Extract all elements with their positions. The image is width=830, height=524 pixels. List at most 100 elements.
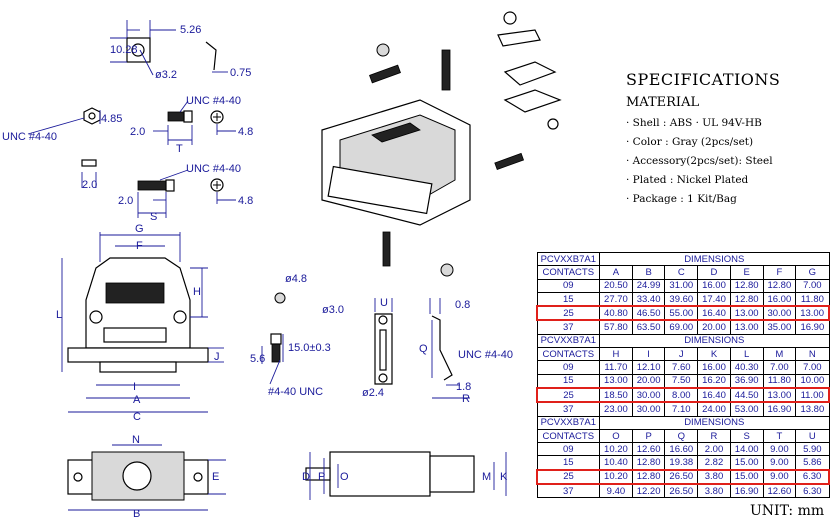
dimensions-header-cell: DIMENSIONS [599, 415, 830, 430]
column-header-cell: M [762, 347, 797, 362]
value-cell: 40.30 [729, 360, 764, 375]
value-cell: 16.60 [664, 442, 699, 457]
value-cell: 53.00 [729, 401, 764, 417]
column-header-cell: N [795, 347, 830, 362]
spec-package: · Package : 1 Kit/Bag [626, 193, 737, 205]
dim-A: A [133, 394, 141, 406]
value-cell: 12.60 [631, 442, 666, 457]
value-cell: 44.50 [729, 386, 764, 404]
value-cell: 20.50 [599, 278, 633, 293]
value-cell: 24.99 [631, 278, 666, 293]
value-cell: 13.00 [795, 305, 830, 322]
value-cell: 69.00 [664, 319, 699, 335]
contacts-cell: 09 [536, 360, 601, 375]
clip-part-drawing [110, 20, 228, 76]
column-header-cell: C [664, 265, 699, 280]
value-cell: 33.40 [631, 291, 666, 307]
value-cell: 15.00 [729, 468, 764, 486]
dim-D: D [302, 471, 310, 483]
value-cell: 16.90 [762, 401, 797, 417]
column-header-cell: T [762, 428, 797, 444]
value-cell: 15.00 [729, 455, 764, 471]
value-cell: 6.30 [795, 483, 830, 499]
column-header-cell: H [599, 347, 633, 362]
dim-N: N [132, 434, 140, 446]
shell-side-view [305, 451, 507, 500]
value-cell: 36.90 [729, 373, 764, 389]
dim-phi-3-0: ø3.0 [322, 304, 344, 316]
dim-4-8-b: 4.8 [238, 195, 253, 207]
dim-2-0-b: 2.0 [118, 195, 133, 207]
value-cell: 55.00 [664, 305, 699, 322]
dim-M: M [482, 471, 491, 483]
value-cell: 27.70 [599, 291, 633, 307]
contacts-header-cell: CONTACTS [536, 428, 601, 444]
dim-0-8: 0.8 [455, 299, 470, 311]
dimensions-header-cell: DIMENSIONS [599, 333, 830, 349]
contacts-cell: 37 [536, 319, 601, 335]
column-header-cell: K [697, 347, 731, 362]
value-cell: 11.70 [599, 360, 633, 375]
unc-label-c: #4-40 UNC [268, 386, 323, 398]
value-cell: 6.30 [795, 468, 830, 486]
dim-O: O [340, 471, 349, 483]
dim-5-26: 5.26 [180, 24, 201, 36]
value-cell: 16.90 [795, 319, 830, 335]
value-cell: 23.00 [599, 401, 633, 417]
spec-shell: · Shell : ABS · UL 94V-HB [626, 117, 762, 129]
dim-S: S [150, 211, 157, 223]
exploded-assembly-illustration [321, 11, 562, 277]
contacts-cell: 09 [536, 442, 601, 457]
contacts-cell: 15 [536, 373, 601, 389]
dim-phi-3-2: ø3.2 [155, 69, 177, 81]
value-cell: 9.40 [599, 483, 633, 499]
value-cell: 12.80 [762, 278, 797, 293]
unc-label-left: UNC #4-40 [2, 131, 57, 143]
dim-2-0-a: 2.0 [130, 126, 145, 138]
column-header-cell: R [697, 428, 731, 444]
column-header-cell: L [729, 347, 764, 362]
value-cell: 10.40 [599, 455, 633, 471]
column-header-cell: S [729, 428, 764, 444]
part-number-cell: PCVXXB7A1 [536, 415, 601, 430]
value-cell: 16.90 [729, 483, 764, 499]
unc-label-d: UNC #4-40 [458, 349, 513, 361]
dim-F: F [136, 240, 143, 252]
column-header-cell: D [697, 265, 731, 280]
value-cell: 26.50 [664, 468, 699, 486]
dim-15-0: 15.0±0.3 [288, 342, 331, 354]
value-cell: 9.00 [762, 455, 797, 471]
column-header-cell: F [762, 265, 797, 280]
value-cell: 39.60 [664, 291, 699, 307]
dim-B: B [133, 508, 140, 520]
value-cell: 7.60 [664, 360, 699, 375]
value-cell: 57.80 [599, 319, 633, 335]
dim-L: L [56, 309, 62, 321]
dim-U: U [380, 297, 388, 309]
dim-2-0-c: 2.0 [82, 179, 97, 191]
value-cell: 13.80 [795, 401, 830, 417]
value-cell: 2.82 [697, 455, 731, 471]
specifications-title: SPECIFICATIONS [626, 70, 781, 89]
value-cell: 26.50 [664, 483, 699, 499]
value-cell: 11.00 [795, 386, 830, 404]
screw-clip-side-views [261, 292, 470, 399]
value-cell: 16.40 [697, 305, 731, 322]
dim-5-6: 5.6 [250, 353, 265, 365]
column-header-cell: A [599, 265, 633, 280]
contacts-cell: 25 [536, 468, 601, 486]
value-cell: 20.00 [631, 373, 666, 389]
value-cell: 17.40 [697, 291, 731, 307]
value-cell: 35.00 [762, 319, 797, 335]
